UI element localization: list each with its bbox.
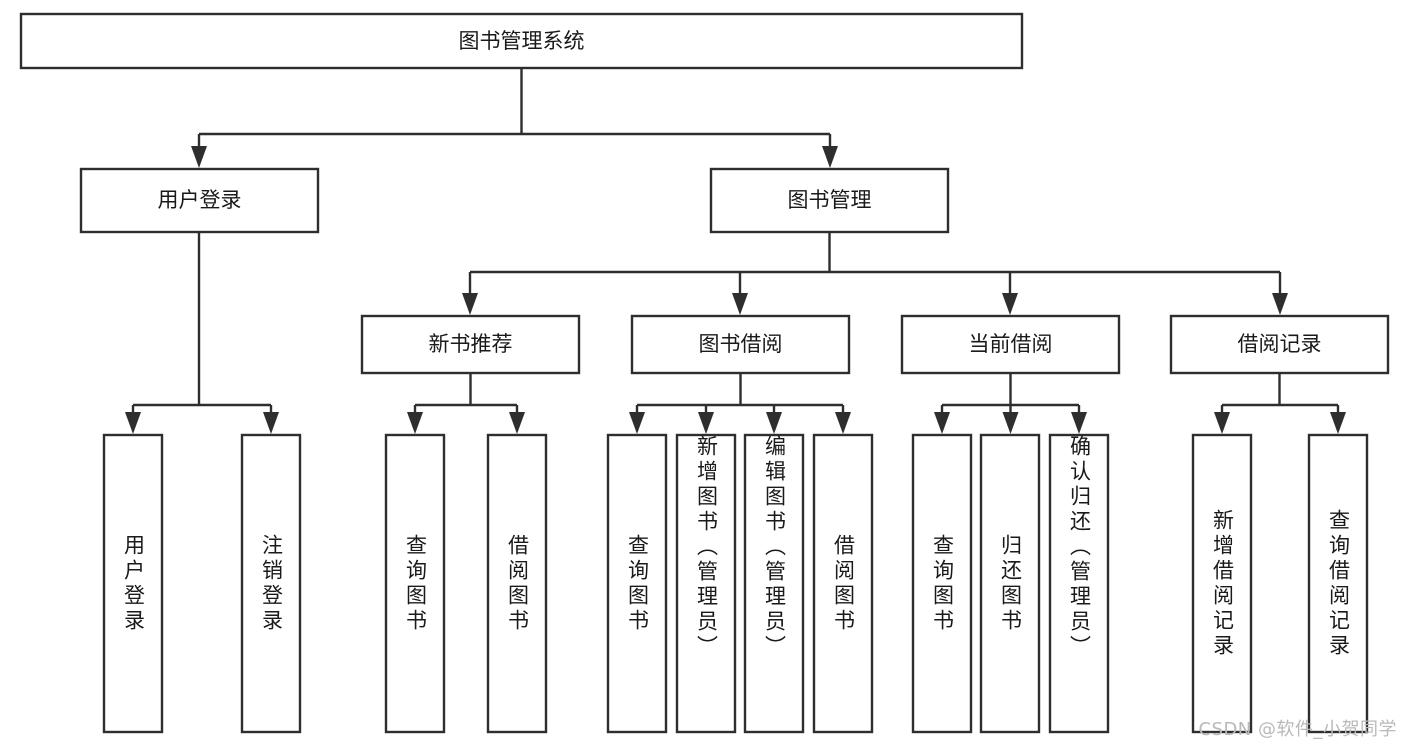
book-manage-box-label: 图书管理 bbox=[788, 188, 872, 212]
arrow-head-current-borrow-leaf-2 bbox=[1002, 412, 1019, 434]
leaf-box-user-login-1[interactable] bbox=[102, 433, 164, 734]
arrow-head-to-book-manage bbox=[822, 146, 838, 168]
node-book-manage[interactable]: 图书管理 bbox=[709, 167, 950, 234]
arrow-head-borrow-record-leaf-2 bbox=[1330, 412, 1346, 434]
arrow-head-borrow-record-leaf-1 bbox=[1214, 412, 1230, 434]
new-book-box-rect bbox=[360, 314, 581, 375]
leaf-box-current-borrow-2[interactable] bbox=[979, 433, 1041, 734]
leaf-box-borrow-record-2[interactable] bbox=[1307, 433, 1369, 734]
book-borrow-box-label: 图书借阅 bbox=[699, 332, 783, 356]
leaf-box-new-book-2[interactable] bbox=[486, 433, 548, 734]
book-borrow-box-rect bbox=[630, 314, 851, 375]
arrow-head-current-borrow-leaf-3 bbox=[1071, 412, 1087, 434]
arrow-head-book-borrow-leaf-2 bbox=[698, 412, 714, 434]
current-borrow-box-label: 当前借阅 bbox=[969, 332, 1053, 356]
node-new-book-recommend[interactable]: 新书推荐 bbox=[360, 314, 581, 375]
borrow-record-box-rect bbox=[1169, 314, 1390, 375]
new-book-box-label: 新书推荐 bbox=[429, 332, 513, 356]
user-login-box-label: 用户登录 bbox=[158, 188, 242, 212]
arrow-head-to-current-borrow bbox=[1002, 293, 1018, 315]
leaf-box-borrow-record-1[interactable] bbox=[1191, 433, 1253, 734]
arrow-head-to-book-borrow bbox=[732, 293, 748, 315]
leaf-box-current-borrow-3[interactable] bbox=[1048, 433, 1110, 734]
connector-current-borrow-to-leaves bbox=[934, 373, 1087, 434]
arrow-head-book-borrow-leaf-1 bbox=[629, 412, 645, 434]
arrow-head-book-borrow-leaf-3 bbox=[766, 412, 782, 434]
root-box-label: 图书管理系统 bbox=[459, 29, 585, 53]
arrow-head-book-borrow-leaf-4 bbox=[835, 412, 851, 434]
arrow-head-new-book-leaf-1 bbox=[407, 412, 423, 434]
arrow-head-current-borrow-leaf-1 bbox=[934, 412, 950, 434]
current-borrow-box-rect bbox=[900, 314, 1121, 375]
watermark-text: CSDN @软件_小贺同学 bbox=[1198, 719, 1397, 740]
connector-user-login-to-leaves bbox=[125, 232, 279, 434]
arrow-head-to-borrow-record bbox=[1272, 293, 1288, 315]
arrow-head-user-login-leaf-1 bbox=[125, 412, 141, 434]
node-current-borrow[interactable]: 当前借阅 bbox=[900, 314, 1121, 375]
connector-new-book-to-leaves bbox=[407, 373, 525, 434]
connector-borrow-record-to-leaves bbox=[1214, 373, 1346, 434]
arrow-head-new-book-leaf-2 bbox=[509, 412, 525, 434]
leaf-box-book-borrow-3[interactable] bbox=[743, 433, 805, 734]
connector-book-borrow-to-leaves bbox=[629, 373, 851, 434]
node-book-borrow[interactable]: 图书借阅 bbox=[630, 314, 851, 375]
leaf-box-current-borrow-1[interactable] bbox=[911, 433, 973, 734]
book-manage-box-rect bbox=[709, 167, 950, 234]
arrow-head-user-login-leaf-2 bbox=[263, 412, 279, 434]
connector-book-manage-to-level2 bbox=[462, 232, 1288, 315]
connector-root-to-level1 bbox=[191, 68, 838, 168]
borrow-record-box-label: 借阅记录 bbox=[1238, 332, 1322, 356]
arrow-head-to-new-book bbox=[462, 293, 478, 315]
node-root-system[interactable]: 图书管理系统 bbox=[19, 12, 1024, 70]
leaf-box-new-book-1[interactable] bbox=[384, 433, 446, 734]
leaf-box-book-borrow-1[interactable] bbox=[606, 433, 668, 734]
root-box-rect bbox=[19, 12, 1024, 70]
leaf-box-book-borrow-2[interactable] bbox=[675, 433, 737, 734]
node-borrow-record[interactable]: 借阅记录 bbox=[1169, 314, 1390, 375]
node-user-login[interactable]: 用户登录 bbox=[79, 167, 320, 234]
arrow-head-to-user-login bbox=[191, 146, 207, 168]
leaf-box-book-borrow-4[interactable] bbox=[812, 433, 874, 734]
leaf-box-user-login-2[interactable] bbox=[240, 433, 302, 734]
